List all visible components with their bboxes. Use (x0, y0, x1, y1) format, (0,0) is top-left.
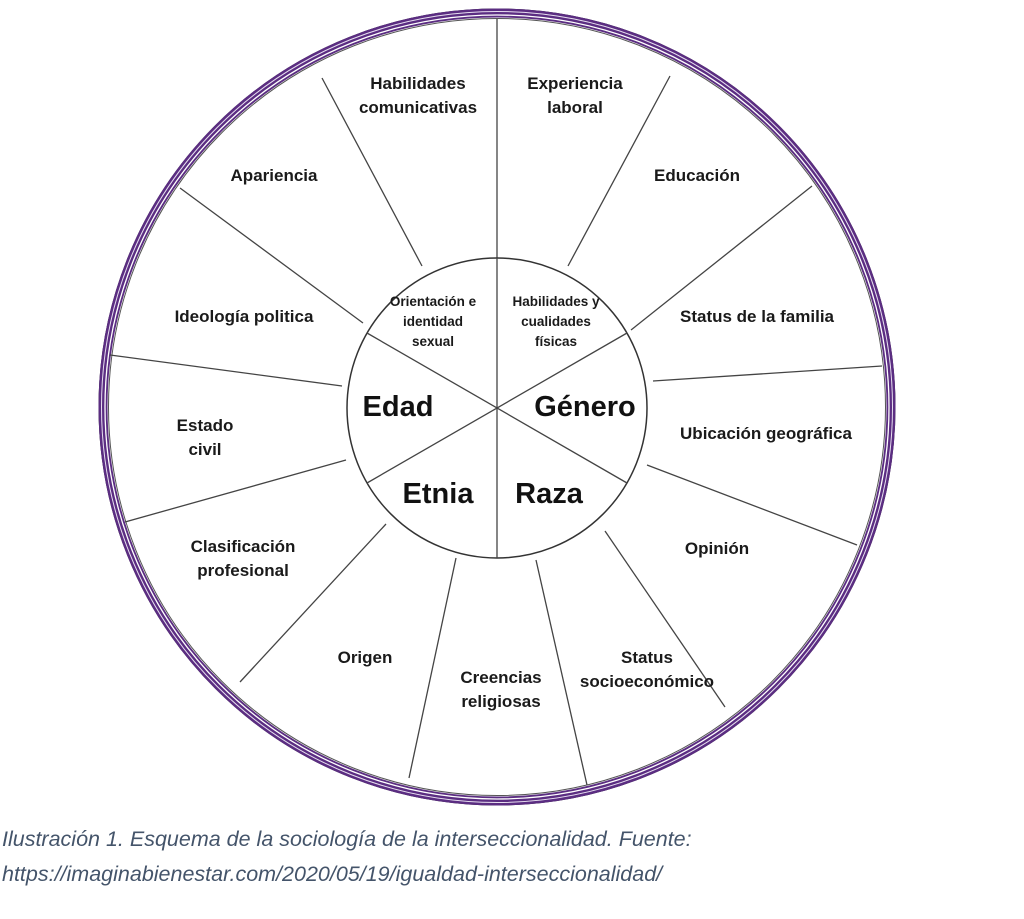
label-etnia: Etnia (403, 478, 475, 510)
label-genero: Género (534, 391, 636, 423)
caption-line-1: Ilustración 1. Esquema de la sociología … (2, 827, 692, 851)
label-opinion: Opinión (685, 539, 749, 558)
label-raza: Raza (515, 478, 584, 510)
label-edad: Edad (363, 391, 434, 423)
inner-circle (346, 257, 648, 559)
label-educacion: Educación (654, 166, 740, 185)
label-apariencia: Apariencia (231, 166, 318, 185)
caption-line-2: https://imaginabienestar.com/2020/05/19/… (2, 862, 663, 886)
figure-caption: Ilustración 1. Esquema de la sociología … (2, 822, 692, 892)
outer-spokes (109, 19, 883, 786)
label-ideologia-politica: Ideología politica (175, 307, 314, 326)
outer-ring (98, 8, 896, 806)
label-status-familia: Status de la familia (680, 307, 835, 326)
label-ubicacion-geografica: Ubicación geográfica (680, 424, 852, 443)
label-origen: Origen (338, 648, 393, 667)
